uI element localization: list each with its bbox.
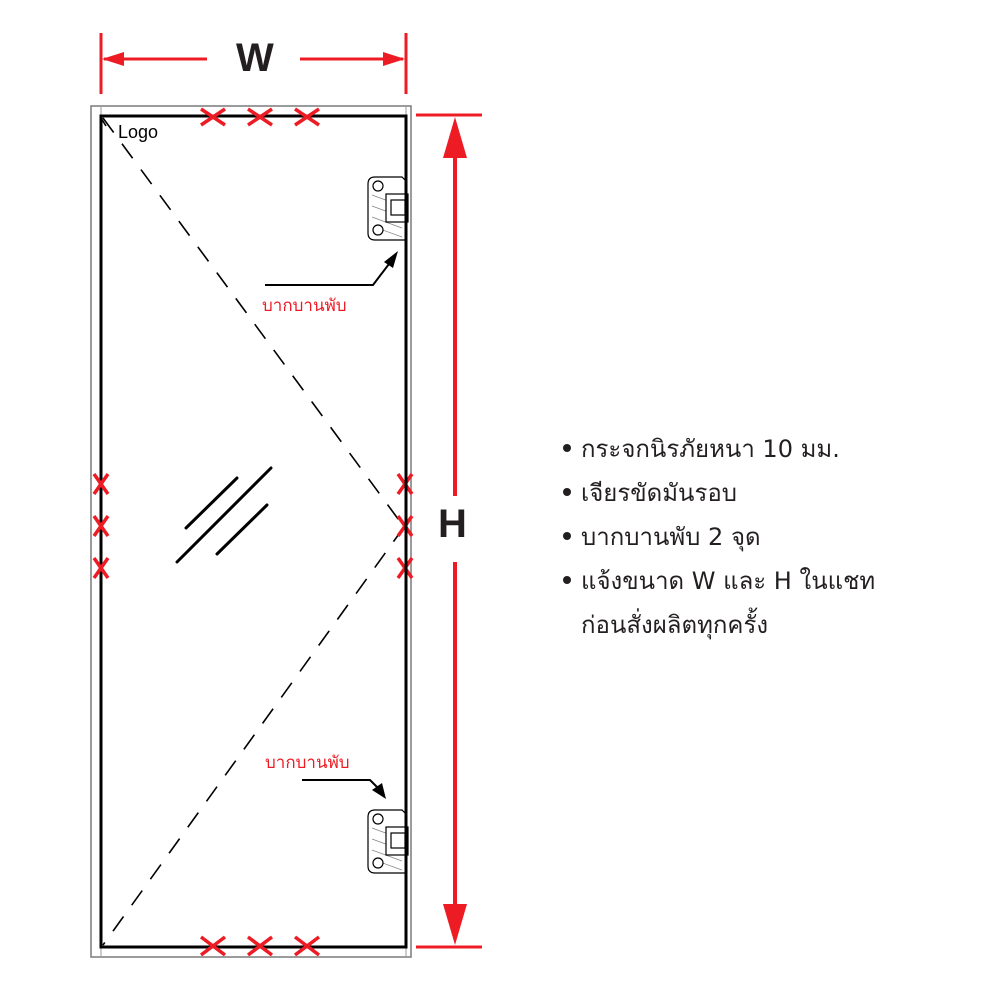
- spec-text: เจียรขัดมันรอบ: [581, 479, 737, 507]
- spec-text: บากบานพับ 2 จุด: [581, 523, 761, 551]
- x-marks-left: [92, 472, 110, 580]
- bullet-icon: [563, 444, 571, 452]
- bullet-icon: [563, 488, 571, 496]
- spec-item: แจ้งขนาด W และ H ในแชท: [563, 559, 875, 603]
- hinge-cutout-label-bottom: บากบานพับ: [265, 753, 350, 773]
- spec-item: บากบานพับ 2 จุด: [563, 515, 875, 559]
- spec-text-continuation: ก่อนสั่งผลิตทุกครั้ง: [581, 611, 769, 639]
- x-marks-top: [200, 107, 320, 127]
- bullet-icon: [563, 532, 571, 540]
- height-label: H: [438, 502, 467, 546]
- outer-frame: [90, 105, 412, 958]
- hinge-icon-top: [367, 176, 409, 241]
- bullet-icon: [563, 576, 571, 584]
- spec-item: เจียรขัดมันรอบ: [563, 471, 875, 515]
- hinge-icon-bottom: [367, 809, 409, 874]
- width-dimension: [99, 33, 408, 94]
- glass-panel: [99, 114, 408, 949]
- spec-item: กระจกนิรภัยหนา 10 มม.: [563, 427, 875, 471]
- height-dimension: [416, 113, 482, 949]
- logo-placement-label: Logo: [118, 122, 159, 142]
- width-label: W: [236, 36, 274, 80]
- spec-text: แจ้งขนาด W และ H ในแชท: [581, 567, 876, 595]
- glass-reflection-icon: [175, 466, 273, 564]
- hinge-cutout-label-top: บากบานพับ: [262, 296, 347, 316]
- spec-list: กระจกนิรภัยหนา 10 มม. เจียรขัดมันรอบ บาก…: [563, 427, 875, 647]
- swing-lines: [102, 117, 405, 946]
- x-marks-bottom: [199, 935, 321, 957]
- spec-text: กระจกนิรภัยหนา 10 มม.: [581, 435, 840, 463]
- hinge-pointer-bottom: [302, 779, 386, 799]
- hinge-pointer-top: [265, 251, 398, 286]
